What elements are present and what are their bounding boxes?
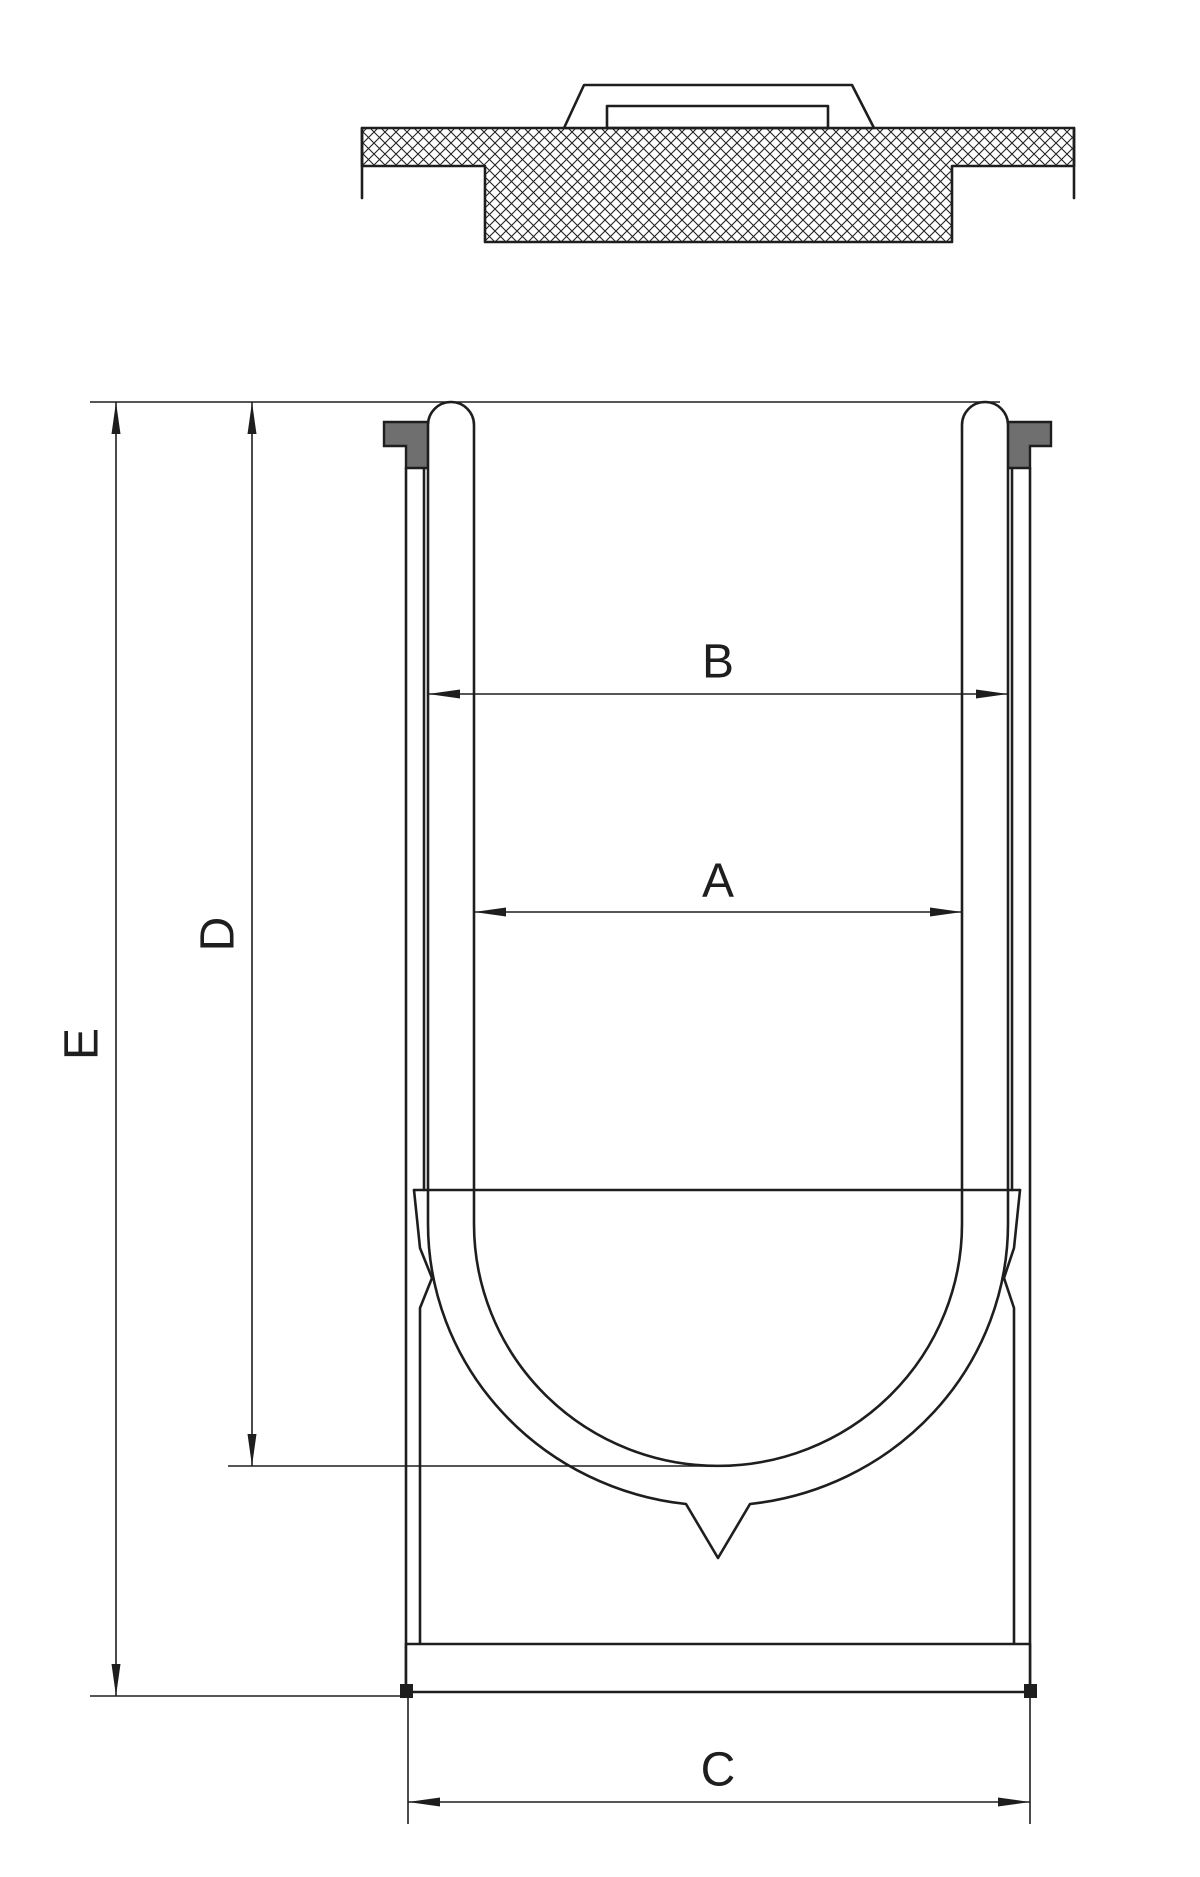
extension-lines	[90, 401, 1031, 1824]
ledge-left	[382, 420, 432, 470]
grate-handle-slot	[605, 104, 830, 130]
dimension-e-label: E	[56, 1028, 109, 1060]
grate-body-hatched	[360, 126, 1076, 244]
grate-cover-section	[360, 83, 1076, 244]
ledge-right	[1004, 420, 1053, 470]
u-shaped-liner	[426, 400, 1010, 1560]
base-corner-right	[1024, 1684, 1037, 1698]
dimension-a-label: A	[702, 855, 734, 908]
dimension-b-label: B	[702, 636, 734, 689]
channel-body	[382, 400, 1053, 1698]
lower-body-right-edge	[1002, 1188, 1022, 1646]
dimension-d-label: D	[192, 917, 245, 952]
lower-body-left-edge	[412, 1188, 434, 1646]
base-corner-left	[400, 1684, 413, 1698]
channel-base	[404, 1642, 1032, 1694]
dimension-labels: B A C D E	[56, 636, 736, 1797]
dimension-lines	[111, 402, 1030, 1807]
dimension-c-label: C	[701, 1744, 736, 1797]
